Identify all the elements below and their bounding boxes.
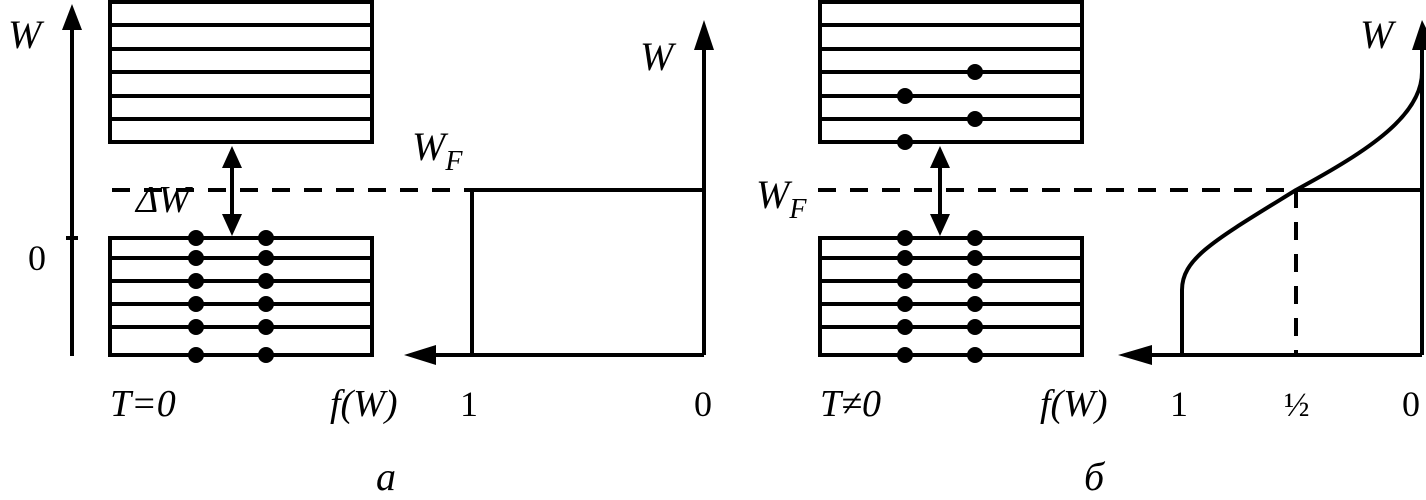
- fermi-label-a: WF: [412, 124, 463, 177]
- fermi-step-function-a: [470, 188, 704, 355]
- energy-axis-label-a: W: [8, 12, 45, 57]
- zero-label-a: 0: [28, 238, 46, 278]
- distribution-energy-label-a: W: [640, 34, 677, 79]
- electrons-a: [188, 230, 274, 363]
- panel-a: W 0: [8, 0, 714, 499]
- f-axis-arrow-b: [1118, 345, 1152, 365]
- band-gap-arrowhead-down-a: [222, 214, 242, 236]
- band-gap-arrowhead-up-a: [222, 146, 242, 168]
- excited-electrons-b: [897, 64, 983, 150]
- valence-band-b: [818, 236, 1084, 357]
- energy-axis-arrow-a: [62, 4, 82, 30]
- f-one-label-a: 1: [460, 384, 478, 424]
- f-axis-arrow-a: [404, 345, 436, 365]
- f-half-label-b: ½: [1284, 387, 1310, 424]
- f-zero-label-b: 0: [1402, 384, 1420, 424]
- caption-b: б: [1084, 454, 1106, 499]
- distribution-energy-label-b: W: [1360, 12, 1397, 57]
- conduction-band-b: [818, 0, 1084, 144]
- f-axis-label-b: f(W): [1040, 383, 1108, 425]
- f-axis-label-a: f(W): [330, 383, 398, 425]
- band-gap-arrowhead-up-b: [930, 146, 950, 168]
- distribution-energy-arrow-b: [1412, 20, 1426, 50]
- conduction-band-a: [108, 0, 374, 144]
- fermi-label-b: WF: [756, 172, 807, 225]
- electrons-b: [897, 230, 983, 363]
- panel-b: WF W T≠0 f(W) 1 ½ 0 б: [756, 0, 1426, 499]
- distribution-energy-arrow-a: [694, 20, 714, 50]
- caption-a: а: [376, 454, 396, 499]
- band-gap-arrowhead-down-b: [930, 214, 950, 236]
- fermi-dirac-curve-b: [1180, 71, 1424, 355]
- band-gap-label-a: ΔW: [134, 179, 193, 221]
- f-one-label-b: 1: [1170, 384, 1188, 424]
- temperature-label-a: T=0: [110, 383, 176, 425]
- temperature-label-b: T≠0: [820, 383, 881, 425]
- valence-band-a: [108, 236, 374, 357]
- f-zero-label-a: 0: [694, 384, 712, 424]
